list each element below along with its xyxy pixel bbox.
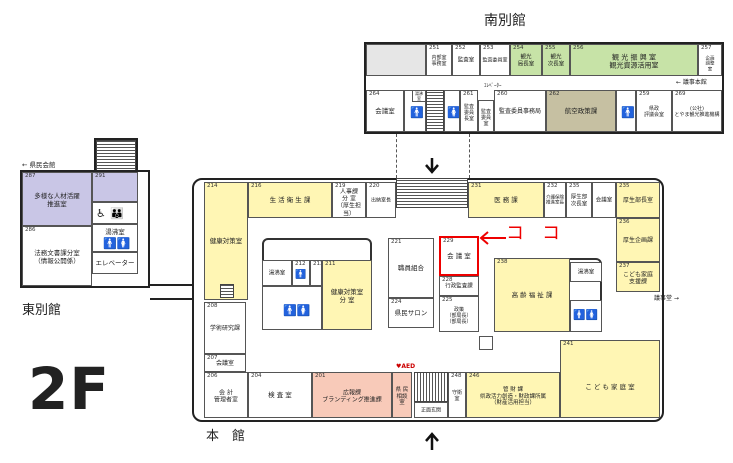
right-block-toilets: 🚹🚺 [570,300,602,332]
east-elevator: エレベーター [92,252,138,274]
room-audit-member: 監査 委員 室 [478,100,494,132]
east-annex-title: 東別館 [22,303,62,318]
toilet-icon: 🚺 [447,106,460,119]
south-entrance-stairs [414,372,448,402]
east-arrow-label: ← 県民会館 [22,161,56,169]
room-consult: 県 民 相談室 [392,372,412,418]
to-south-annex-label: 議事堂 → [654,295,679,302]
bridge-wall-top [150,284,208,286]
south-dash-label: ｴﾚﾍﾞｰﾀｰ [484,83,502,89]
toilet-icon: 🚹 [410,106,424,119]
room-right-reception: 湯沸室 [570,262,602,282]
left-block-toilets: 🚹🚺 [262,286,322,330]
room-213: 213 [310,260,322,286]
main-building-title: 本 館 [206,429,246,444]
south-annex-title: 南別館 [484,13,526,29]
connector-corridor [396,134,470,178]
south-to-main-label: ← 議事本館 [676,79,707,86]
room-212: 212🚹 [292,260,310,286]
wheelchair-icon: ♿ [96,207,106,220]
room-reception-south: 湯沸室 [412,90,426,102]
north-stairs [396,178,468,208]
bridge-wall-left [138,286,150,288]
here-arrow [479,231,506,245]
toilet-south-2: 🚺 [444,90,460,132]
room-263 [366,44,426,76]
toilet-icon: 🚹🚺 [573,310,598,321]
floor-label: 2F [28,355,110,423]
main-entrance: 正面玄関 [414,402,448,418]
toilet-icon: 🚹🚺 [283,304,311,317]
aed-icon: ♥ [396,363,402,370]
entrance-arrow-south [425,432,439,450]
accessible-toilet: ♿ 👪 [92,202,138,224]
center-elevator [479,336,493,350]
family-icon: 👪 [110,207,124,220]
toilet-icon: 🚹 [621,106,635,119]
toilet-south-3: 🚹 [616,90,636,132]
east-toilets: 湯沸室 🚹🚺 [92,224,138,252]
south-stairs [426,90,444,132]
here-annotation: コ コ [506,223,560,244]
room-291: 291 [92,172,138,202]
bridge-wall-bottom [150,298,208,300]
room-conference-top: 会議室 [592,182,616,218]
entrance-arrow-north [425,158,439,174]
room-269: 269(公社) とやま観光推進機構 [672,90,722,132]
toilet-icon: 🚹 [295,270,307,280]
east-stair-enclosure [94,138,138,172]
west-stairs [220,284,234,298]
aed-label: ♥AED [396,363,416,370]
toilet-icon: 🚹🚺 [103,237,131,250]
room-212-toilet: 湯沸室 [262,260,292,286]
